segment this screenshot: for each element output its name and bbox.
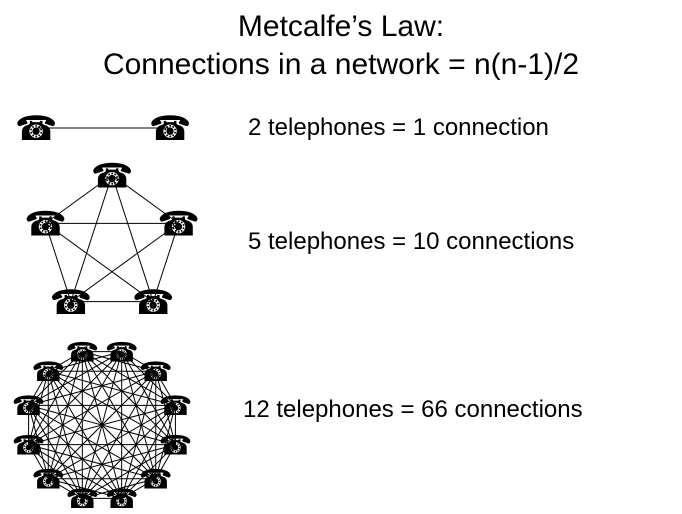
connection-line: [44, 223, 72, 302]
connection-line: [70, 174, 113, 302]
connection-line: [48, 370, 176, 406]
telephone-icon: ☎: [31, 464, 65, 495]
telephone-icon: ☎: [66, 337, 100, 368]
slide-title: Metcalfe’s Law: Connections in a network…: [0, 8, 682, 83]
connection-line: [45, 222, 154, 303]
connection-line: [81, 351, 157, 479]
telephone-icon: ☎: [31, 357, 65, 388]
connection-line: [28, 371, 49, 406]
connection-line: [70, 222, 179, 303]
connection-line: [28, 404, 156, 480]
connection-line: [28, 351, 83, 445]
connection-line: [82, 351, 156, 372]
connection-line: [155, 371, 176, 406]
connection-line: [47, 351, 83, 479]
title-line-2: Connections in a network = n(n-1)/2: [102, 47, 580, 81]
telephone-icon: ☎: [15, 109, 57, 149]
connection-line: [155, 444, 176, 479]
telephone-icon: ☎: [132, 283, 174, 323]
connection-line: [81, 371, 157, 499]
connection-line: [48, 404, 176, 480]
connection-line: [48, 370, 176, 446]
network-diagram-5-telephones: ☎ ☎ ☎ ☎ ☎: [24, 156, 200, 323]
telephone-icon: ☎: [139, 464, 173, 495]
diagram-caption-2-telephones: 2 telephones = 1 connection: [248, 114, 549, 141]
telephone-icon: ☎: [91, 156, 133, 196]
connection-line: [28, 405, 49, 479]
connection-line: [28, 351, 83, 406]
connection-line: [47, 371, 83, 499]
telephone-icon: ☎: [139, 357, 173, 388]
connection-line: [28, 371, 49, 445]
connection-line: [152, 223, 180, 302]
connection-line: [47, 371, 123, 499]
connection-line: [81, 351, 123, 499]
connection-line: [111, 174, 154, 302]
telephone-icon: ☎: [24, 205, 66, 245]
connection-line: [81, 351, 176, 446]
connection-line: [48, 478, 122, 499]
connection-line: [121, 478, 156, 499]
diagram-caption-12-telephones: 12 telephones = 66 connections: [243, 396, 583, 423]
connection-line: [28, 444, 49, 479]
connection-line: [111, 174, 179, 224]
telephone-icon: ☎: [66, 484, 100, 514]
telephone-icon: ☎: [105, 337, 139, 368]
connection-line: [28, 370, 156, 446]
network-diagram-2-telephones: ☎☎: [15, 109, 191, 149]
telephone-icon: ☎: [157, 205, 199, 245]
connection-line: [45, 174, 113, 224]
telephone-icon: ☎: [159, 430, 193, 461]
telephone-icon: ☎: [105, 484, 139, 514]
title-line-1: Metcalfe’s Law:: [237, 10, 445, 43]
connection-line: [48, 351, 83, 372]
telephone-icon: ☎: [12, 391, 46, 422]
telephone-icon: ☎: [159, 391, 193, 422]
telephone-icon: ☎: [149, 109, 191, 149]
diagram-caption-5-telephones: 5 telephones = 10 connections: [248, 228, 575, 255]
network-diagram-12-telephones: ☎☎☎☎☎☎☎☎☎☎☎☎: [12, 337, 193, 514]
connection-line: [28, 444, 156, 480]
connection-line: [48, 478, 83, 499]
connection-line: [82, 351, 176, 406]
telephone-icon: ☎: [50, 283, 92, 323]
connection-line: [28, 444, 83, 499]
connection-line: [28, 404, 123, 499]
telephone-icon: ☎: [12, 430, 46, 461]
connection-line: [121, 351, 156, 372]
connection-line: [47, 351, 123, 479]
